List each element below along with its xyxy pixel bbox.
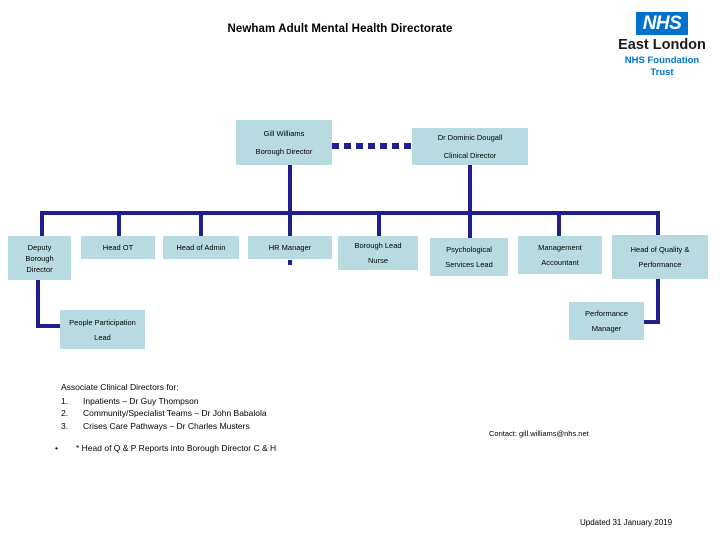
connector-drop-hr-manager (288, 211, 292, 237)
connector-stub-hr-manager (288, 260, 292, 265)
node-borough-lead-nurse-line2: Nurse (367, 256, 388, 265)
node-performance-manager-line1: Performance (585, 309, 628, 318)
note-item-2-text: Community/Specialist Teams – Dr John Bab… (83, 408, 267, 418)
nhs-trust-subtitle: NHS Foundation Trust (624, 55, 700, 78)
updated-date: Updated 31 January 2019 (580, 518, 673, 527)
node-deputy-line2: Borough (25, 253, 54, 263)
connector-deputy-to-ppl-vertical (36, 280, 40, 328)
node-performance-manager[interactable]: Performance Manager (569, 302, 644, 340)
connector-borough-director-down (288, 165, 292, 214)
note-item-2: 2. Community/Specialist Teams – Dr John … (61, 407, 267, 420)
associate-clinical-directors-notes: Associate Clinical Directors for: 1. Inp… (61, 381, 267, 432)
node-head-ot-label: Head OT (102, 243, 134, 252)
quality-performance-footnote-text: * Head of Q & P Reports into Borough Dir… (76, 443, 277, 453)
nhs-wordmark-icon: NHS (635, 12, 689, 35)
node-psych-line1: Psychological (446, 245, 492, 254)
nhs-trust-name: East London (618, 37, 706, 53)
connector-drop-deputy (40, 211, 44, 237)
note-item-1-number: 1. (61, 395, 69, 406)
note-item-3-text: Crises Care Pathways – Dr Charles Muster… (83, 420, 250, 431)
node-clinical-director[interactable]: Dr Dominic Dougall Clinical Director (412, 128, 528, 165)
node-psych-line2: Services Lead (445, 260, 493, 269)
node-quality-line2: Performance (638, 260, 682, 269)
note-item-2-number: 2. (61, 408, 69, 418)
node-hr-manager-label: HR Manager (268, 243, 312, 252)
node-borough-lead-nurse-line1: Borough Lead (354, 241, 402, 250)
node-hr-manager[interactable]: HR Manager (248, 236, 332, 259)
connector-quality-to-performance-vertical (656, 279, 660, 324)
connector-quality-to-performance-horizontal (628, 320, 660, 324)
notes-heading: Associate Clinical Directors for: (61, 382, 179, 392)
note-item-1-text: Inpatients – Dr Guy Thompson (83, 395, 199, 406)
node-psychological-services-lead[interactable]: Psychological Services Lead (430, 238, 508, 276)
node-performance-manager-line2: Manager (591, 324, 622, 333)
connector-main-bus (40, 211, 660, 215)
nhs-logo: NHS East London NHS Foundation Trust (614, 12, 710, 79)
node-deputy-line3: Director (26, 264, 53, 274)
connector-drop-head-admin (199, 211, 203, 237)
connector-drop-head-quality (656, 211, 660, 236)
contact-email: Contact: gill.williams@nhs.net (489, 429, 589, 438)
page-title: Newham Adult Mental Health Directorate (227, 23, 453, 35)
node-head-of-admin[interactable]: Head of Admin (163, 236, 239, 259)
node-head-of-quality-performance[interactable]: Head of Quality & Performance (612, 235, 708, 279)
node-mgmt-accountant-line2: Accountant (541, 258, 579, 267)
node-head-of-admin-label: Head of Admin (176, 243, 226, 252)
connector-drop-psychological-lead (468, 211, 472, 238)
note-item-3: 3. Crises Care Pathways – Dr Charles Mus… (61, 420, 267, 433)
node-borough-director-name: Gill Williams (263, 129, 305, 138)
bullet-icon: • (55, 443, 58, 453)
node-borough-lead-nurse[interactable]: Borough Lead Nurse (338, 236, 418, 270)
node-mgmt-accountant-line1: Management (538, 243, 582, 252)
connector-deputy-to-ppl-horizontal (36, 324, 66, 328)
dotted-connector-directors (332, 143, 414, 149)
node-management-accountant[interactable]: Management Accountant (518, 236, 602, 274)
node-clinical-director-name: Dr Dominic Dougall (437, 133, 503, 142)
note-item-1: 1. Inpatients – Dr Guy Thompson (61, 395, 267, 408)
node-deputy-borough-director[interactable]: Deputy Borough Director (8, 236, 71, 280)
connector-drop-head-ot (117, 211, 121, 237)
node-ppl-line1: People Participation (69, 317, 136, 327)
node-quality-line1: Head of Quality & (630, 245, 690, 254)
node-borough-director-role: Borough Director (255, 147, 313, 156)
node-head-ot[interactable]: Head OT (81, 236, 155, 259)
node-ppl-line2: Lead (94, 332, 111, 342)
note-item-3-number: 3. (61, 420, 69, 431)
connector-drop-management-accountant (557, 211, 561, 237)
node-people-participation-lead[interactable]: People Participation Lead (60, 310, 145, 349)
node-clinical-director-role: Clinical Director (443, 151, 497, 160)
quality-performance-footnote: • * Head of Q & P Reports into Borough D… (55, 442, 276, 454)
node-borough-director[interactable]: Gill Williams Borough Director (236, 120, 332, 165)
node-deputy-line1: Deputy (27, 242, 52, 252)
connector-clinical-director-down (468, 160, 472, 214)
connector-drop-borough-lead-nurse (377, 211, 381, 237)
